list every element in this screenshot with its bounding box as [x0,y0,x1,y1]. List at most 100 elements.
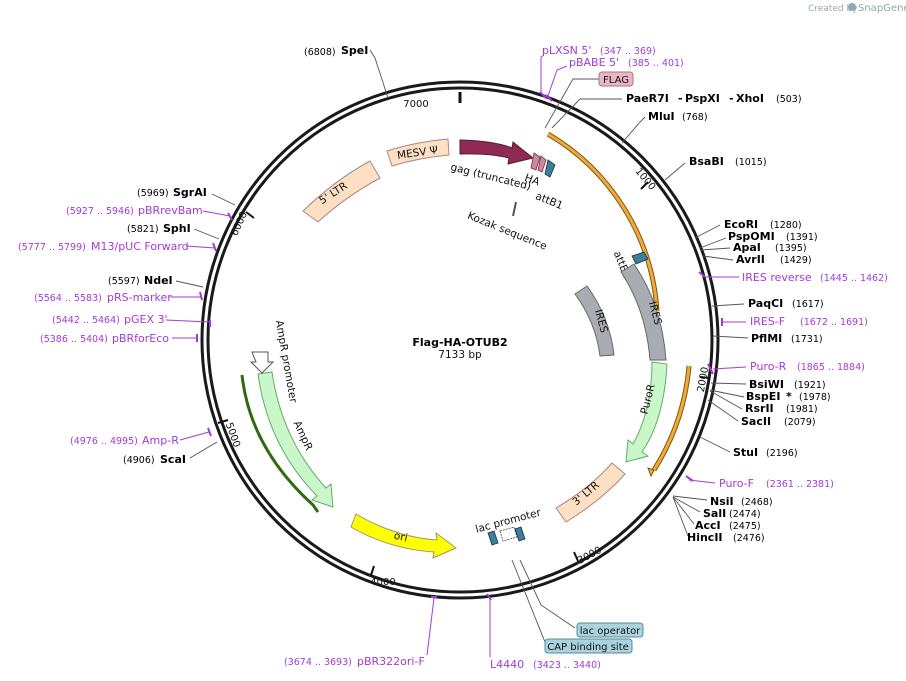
nsii-leader [672,495,708,501]
cap-leader [511,559,548,646]
pbabe5-name: pBABE 5' [569,56,619,69]
backbone-outer-ring [200,80,720,600]
cap-site-box [544,638,633,654]
puro-r-leader [712,366,747,370]
sphi-name: SphI [163,222,191,235]
mesv-box [386,138,450,167]
pflmi-leader [712,335,749,339]
bsiwi-name: BsiWI [749,378,784,391]
mesv-arrow [459,139,535,165]
paer7i-name: PaeR7I [626,92,669,105]
spei-pos: (6808) [304,47,336,58]
pflmi-name: PflMI [751,332,782,345]
pbr322ori-leader [426,597,435,656]
sali-leader [672,496,701,513]
sgrai-name: SgrAI [173,186,207,199]
sacii-leader [707,399,739,422]
pflmi-pos: (1731) [791,334,823,345]
ampr-orf [240,374,320,513]
ires-reverse-pos: (1445 .. 1462) [820,273,888,284]
pspomi-leader [699,237,727,249]
flag-label: FLAG [603,75,629,86]
paer7i-sep1: - [678,92,683,105]
apai-leader [700,247,731,251]
ecori-name: EcoRI [724,218,758,231]
m13-name: M13/pUC Forward [91,240,189,253]
gag-label: gag (truncated) [449,161,532,193]
tick-4000: 4000 [370,577,395,588]
pbabe5-leader [547,65,568,97]
pspomi-name: PspOMI [728,230,775,243]
puror-feature [625,361,668,463]
stui-name: StuI [733,446,758,459]
puro-f-pos: (2361 .. 2381) [766,479,834,490]
rsrii-leader [709,390,743,410]
mlui-leader [621,116,646,144]
plasmid-name: Flag-HA-OTUB2 [412,336,507,349]
ampr-promoter-feature [249,351,275,374]
kozak-label: Kozak sequence [466,210,549,253]
bspei-pos: (1978) [799,392,831,403]
ires-f-name: IRES-F [750,315,785,328]
xhoi-name: XhoI [736,92,764,105]
paer7i-leader [551,98,622,129]
m13-pos: (5777 .. 5799) [18,242,86,253]
amp-r-pos: (4976 .. 4995) [70,436,138,447]
m13-leader [185,245,216,249]
cap-site-label: CAP binding site [547,642,629,653]
pbrforeco-pos: (5386 .. 5404) [40,334,108,345]
flag-leader [544,78,599,129]
amp-r-marker [207,427,212,437]
plxsn5-leader [540,54,545,92]
sali-pos: (2474) [729,509,761,520]
sgrai-leader [211,193,236,206]
hincii-pos: (2476) [733,533,765,544]
tick-6000: 6000 [229,210,250,238]
orf-puro [652,365,691,471]
pbabe5-marker [545,94,553,102]
tick-2000: 2000 [696,366,711,393]
ires-f-pos: (1672 .. 1691) [800,317,868,328]
paqci-leader [711,303,745,307]
pbrrevbam-name: pBRrevBam [138,204,203,217]
pbrrevbam-leader [202,210,231,217]
acci-leader [672,496,695,525]
attb2-feature [631,251,649,265]
ori-label: ori [393,530,409,545]
puro-f-name: Puro-F [719,477,754,490]
spei-name: SpeI [341,44,368,57]
plxsn5-name: pLXSN 5' [542,44,591,57]
orf-puro-arrowhead [647,467,655,478]
avrii-name: AvrII [736,253,765,266]
attb1-label: attB1 [534,190,565,212]
bsabi-name: BsaBI [689,155,724,168]
ampr-promoter-label: AmpR promoter [273,319,299,404]
pbr322ori-pos: (3674 .. 3693) [284,657,352,668]
ndei-name: NdeI [144,274,173,287]
prs-marker-marker [199,291,203,301]
sphi-pos: (5821) [127,224,159,235]
ha-label: HA [523,172,542,189]
bspei-star: * [786,390,792,403]
ori-feature [350,513,457,559]
pspomi-pos: (1391) [786,232,818,243]
ndei-pos: (5597) [108,276,140,287]
ltr5-feature [302,160,381,223]
m13-marker [212,242,217,252]
pbr322ori-name: pBR322ori-F [357,655,425,668]
mlui-name: MluI [648,110,675,123]
pbrrevbam-pos: (5927 .. 5946) [66,206,134,217]
scai-name: ScaI [160,453,186,466]
rsrii-pos: (1981) [786,404,818,415]
apai-pos: (1395) [775,243,807,254]
prs-marker-name: pRS-marker [107,291,172,304]
pbrforeco-name: pBRforEco [112,332,169,345]
lac-operator-leader [519,559,576,629]
acci-name: AccI [695,519,721,532]
avrii-leader [702,255,734,261]
hincii-leader [672,496,689,537]
paqci-name: PaqCI [748,297,783,310]
sacii-name: SacII [741,415,771,428]
backbone-inner-ring [206,86,714,594]
